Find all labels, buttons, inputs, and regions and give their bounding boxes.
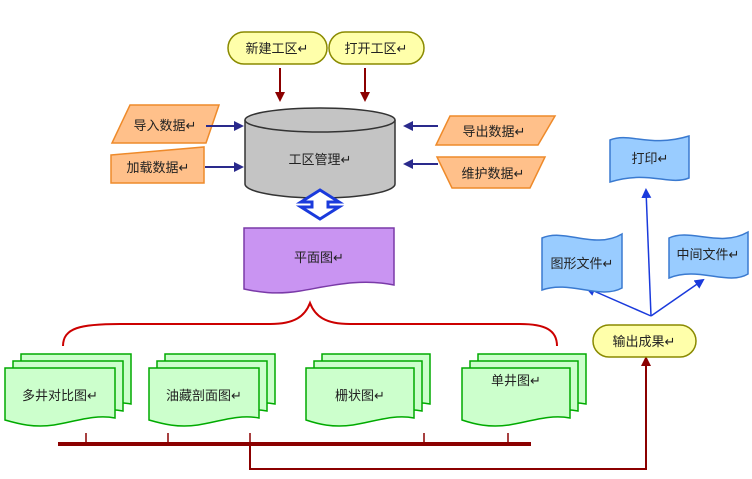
plan-map-node: 平面图↵ [243,227,395,294]
new-workarea-label: 新建工区↵ [246,41,309,57]
maintain-data-node: 维护数据↵ [435,156,547,189]
output-results-label: 输出成果↵ [613,334,676,350]
intermediate-file-node: 中间文件↵ [668,230,749,280]
print-node: 打印↵ [609,134,690,184]
reservoir-section-node: 油藏剖面图↵ [148,353,276,427]
reservoir-section-label: 油藏剖面图↵ [166,389,242,404]
load-data-label: 加载数据↵ [127,161,190,176]
maintain-data-label: 维护数据↵ [462,167,525,182]
grouping-brace [62,300,558,347]
arrow-to-output [249,356,651,470]
graphic-file-label: 图形文件↵ [551,257,614,272]
fence-diagram-node: 栅状图↵ [305,353,431,427]
workarea-management-label: 工区管理↵ [289,153,352,168]
arrow-output-to-print [641,188,652,317]
load-data-node: 加载数据↵ [110,146,205,184]
print-label: 打印↵ [632,152,669,167]
plan-map-label: 平面图↵ [294,251,344,266]
multiwell-compare-label: 多井对比图↵ [22,388,98,404]
multiwell-compare-node: 多井对比图↵ [4,353,132,427]
single-well-node: 单井图↵ [461,353,587,427]
arrow-output-to-graphic [585,286,652,317]
intermediate-file-label: 中间文件↵ [677,248,740,263]
output-results-node: 输出成果↵ [592,324,697,358]
new-workarea-node: 新建工区↵ [227,31,328,65]
arrow-output-to-intermediate [650,278,705,317]
fence-diagram-label: 栅状图↵ [335,389,385,404]
workarea-management-database: 工区管理↵ [244,107,396,199]
single-well-label: 单井图↵ [491,374,541,389]
bidirectional-arrow-icon [295,188,345,221]
import-data-node: 导入数据↵ [110,104,221,144]
open-workarea-label: 打开工区↵ [345,42,408,57]
graphic-file-node: 图形文件↵ [541,232,623,293]
export-data-node: 导出数据↵ [434,115,557,146]
open-workarea-node: 打开工区↵ [328,31,425,65]
import-data-label: 导入数据↵ [134,119,197,134]
export-data-label: 导出数据↵ [463,125,526,140]
